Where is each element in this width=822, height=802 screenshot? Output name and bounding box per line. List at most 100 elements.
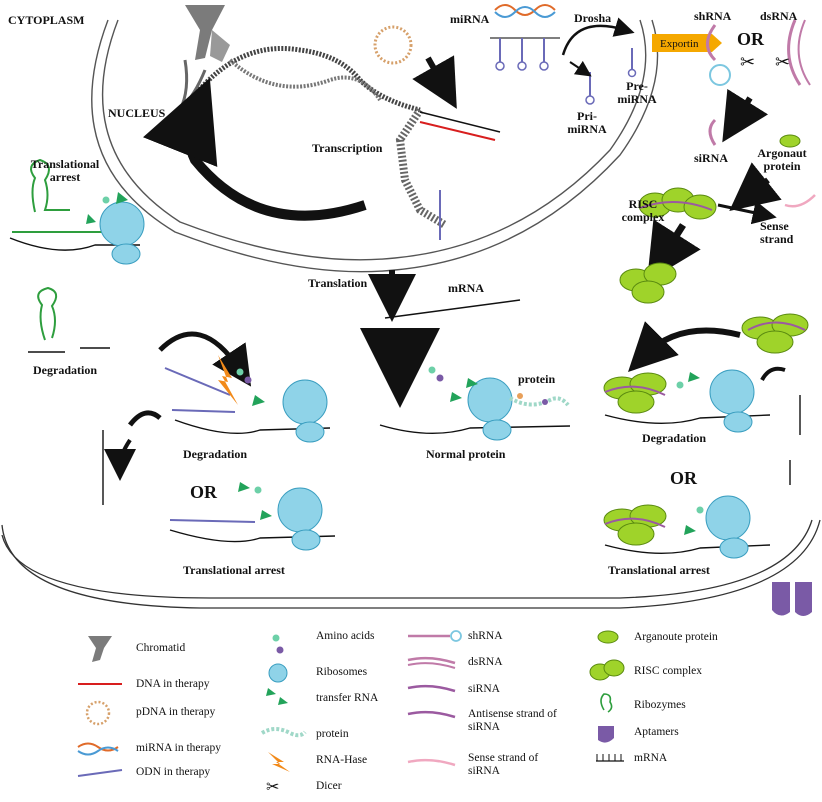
legend-amino-icon — [272, 634, 280, 642]
label-drosha: Drosha — [574, 11, 612, 25]
legend-chromatid: Chromatid — [136, 642, 186, 654]
label-argonaut: Argonaut protein — [750, 147, 814, 173]
label-translational-arrest-left: Translational arrest — [20, 158, 110, 184]
arrow-loop — [158, 331, 252, 387]
label-translational-arrest-mid: Translational arrest — [183, 563, 285, 577]
arrow-to-sirna — [722, 88, 769, 143]
label-risc: RISC complex — [618, 198, 668, 224]
legend-trna-icon — [266, 688, 276, 696]
label-ta-left-line2: arrest — [49, 170, 81, 184]
label-nucleus: NUCLEUS — [108, 106, 166, 120]
legend-rnase: RNA-Hase — [316, 754, 368, 766]
legend-aptamers: Aptamers — [634, 726, 679, 738]
legend-dsrna: dsRNA — [468, 656, 503, 668]
legend-risc: RISC complex — [634, 665, 703, 677]
odn-arrest-group — [169, 482, 336, 551]
label-pre-mirna-line1: Pre- — [626, 79, 648, 93]
legend-protein: protein — [316, 728, 349, 740]
legend-odn-icon — [77, 769, 123, 777]
legend-pdna-icon — [85, 700, 111, 726]
label-degradation-right: Degradation — [642, 431, 706, 445]
arrow-mirna-down — [412, 55, 457, 109]
label-pri-mirna-line1: Pri- — [577, 109, 597, 123]
label-translation: Translation — [308, 276, 368, 290]
arrow-to-risc — [729, 162, 782, 211]
label-exportin: Exportin — [660, 38, 699, 50]
label-risc-line1: RISC — [628, 197, 658, 211]
risc-complex-mid — [619, 262, 677, 304]
rnase-bolt-icon-main — [218, 355, 238, 405]
legend-pdna-therapy: pDNA in therapy — [136, 706, 216, 718]
label-cytoplasm: CYTOPLASM — [8, 13, 85, 27]
pdna-plasmid-icon — [373, 25, 413, 65]
cell-membrane — [1, 519, 821, 609]
normal-protein-group — [379, 366, 571, 441]
legend-mirna-icon — [77, 742, 119, 752]
dicer-scissors-icon-2: ✂ — [775, 52, 790, 72]
label-mirna: miRNA — [450, 12, 490, 26]
aptamer-group — [772, 582, 812, 616]
legend-aptamer-icon — [598, 726, 614, 743]
label-shrna: shRNA — [694, 9, 732, 23]
legend-dna-therapy: DNA in therapy — [136, 678, 210, 690]
nucleus-membrane — [91, 19, 659, 273]
arrow-swap — [128, 410, 162, 427]
legend-sirna-icon — [407, 684, 456, 693]
legend-antisense-icon — [407, 710, 456, 719]
legend: ✂ — [0, 621, 822, 796]
legend-argonaute-icon — [597, 630, 619, 644]
label-or-mid: OR — [190, 482, 217, 502]
label-argonaut-line2: protein — [763, 159, 801, 173]
legend-dicer-icon: ✂ — [266, 779, 279, 796]
label-or-top: OR — [737, 29, 764, 49]
ribozyme-degradation-group — [28, 286, 110, 353]
sirna-strand — [708, 118, 717, 146]
label-argonaut-line1: Argonaut — [757, 146, 807, 160]
legend-sense-line1: Sense strand of — [468, 752, 539, 764]
arrow-risc-down — [646, 219, 701, 282]
legend-antisense-line2: siRNA — [468, 721, 500, 733]
label-pre-mirna: Pre- miRNA — [617, 80, 657, 106]
label-or-right: OR — [670, 468, 697, 488]
legend-amino-acids: Amino acids — [316, 630, 375, 642]
legend-mirna-therapy: miRNA in therapy — [136, 742, 221, 754]
label-pri-mirna: Pri- miRNA — [562, 110, 612, 136]
label-dsrna: dsRNA — [760, 9, 798, 23]
legend-ribosome-icon — [268, 663, 288, 683]
legend-rnase-icon — [268, 752, 290, 772]
chromatid-icon — [178, 5, 230, 112]
label-sense-line2: strand — [760, 232, 794, 246]
ribozyme-arrest-group — [9, 158, 145, 265]
label-pri-mirna-line2: miRNA — [567, 122, 607, 136]
legend-antisense-line1: Antisense strand of — [468, 708, 557, 720]
label-risc-line2: complex — [621, 210, 665, 224]
label-sense-strand: Sense strand — [760, 220, 793, 246]
arrow-drosha — [561, 17, 635, 56]
legend-ribozyme-icon — [600, 693, 613, 713]
legend-sense-icon — [407, 758, 456, 767]
odn-degradation-group — [102, 331, 331, 505]
shrna-dsrna-group: ✂ ✂ — [706, 19, 811, 86]
dicer-scissors-icon-1: ✂ — [740, 52, 755, 72]
label-sirna: siRNA — [694, 151, 729, 165]
legend-mrna: mRNA — [634, 752, 668, 764]
dna-unwinding — [193, 45, 501, 240]
legend-ribozymes: Ribozymes — [634, 699, 686, 711]
risc-degradation-group — [603, 313, 809, 485]
mirna-helix-icon — [494, 4, 556, 18]
label-protein: protein — [518, 372, 556, 386]
legend-ribosomes: Ribosomes — [316, 666, 368, 678]
label-sense-line1: Sense — [760, 219, 789, 233]
legend-dsrna-icon — [407, 656, 456, 665]
exportin-badge — [652, 34, 722, 52]
label-mrna: mRNA — [448, 281, 484, 295]
legend-mrna-icon — [596, 754, 624, 761]
legend-shrna: shRNA — [468, 630, 503, 642]
legend-odn-therapy: ODN in therapy — [136, 766, 211, 778]
legend-sirna: siRNA — [468, 683, 500, 695]
label-degradation-left: Degradation — [33, 363, 97, 377]
arrow-to-primirna — [569, 60, 592, 77]
legend-sense-line2: siRNA — [468, 765, 500, 777]
legend-dicer: Dicer — [316, 780, 342, 792]
